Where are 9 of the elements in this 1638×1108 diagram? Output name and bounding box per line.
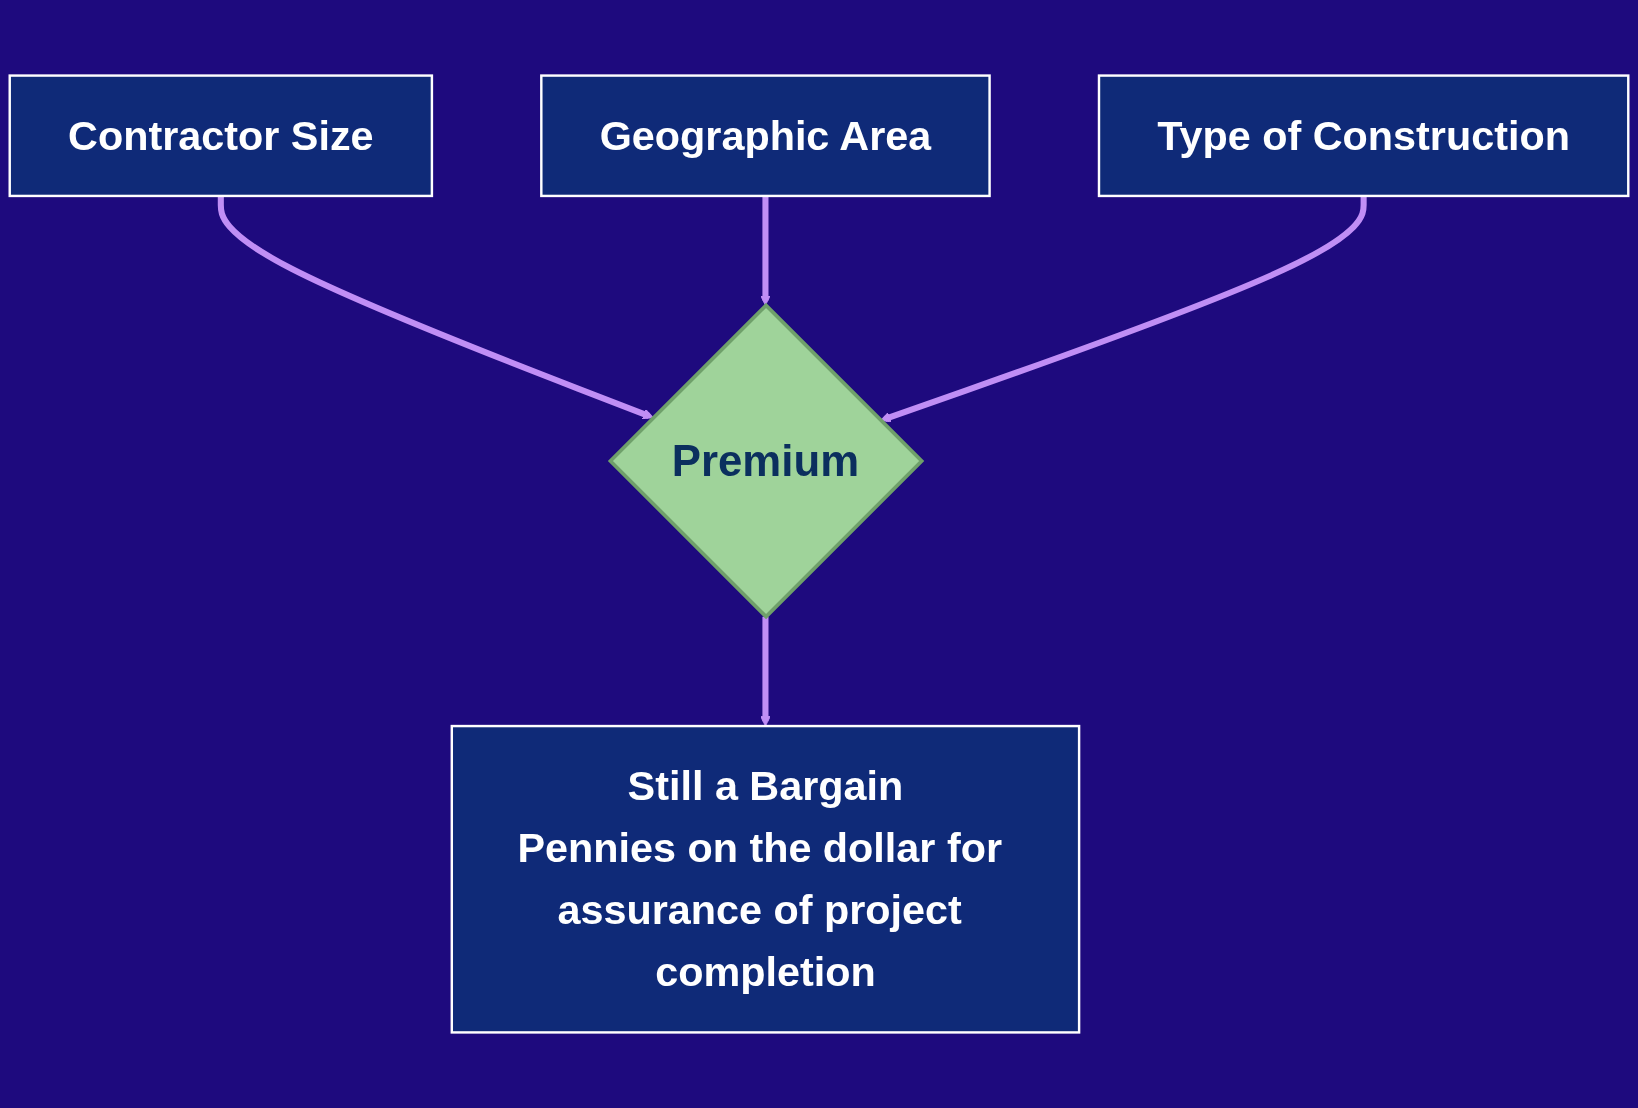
arrow [760,195,771,306]
node-box: Still a Bargain Pennies on the dollar for assurance of project completion [450,724,1081,1034]
arrow [760,616,771,727]
arrow [217,195,654,420]
node-diamond: Premium [607,302,925,620]
node-box: Geographic Area [540,74,991,198]
arrow [880,195,1367,423]
node-box: Type of Construction [1097,74,1630,198]
node-box: Contractor Size [8,74,434,198]
